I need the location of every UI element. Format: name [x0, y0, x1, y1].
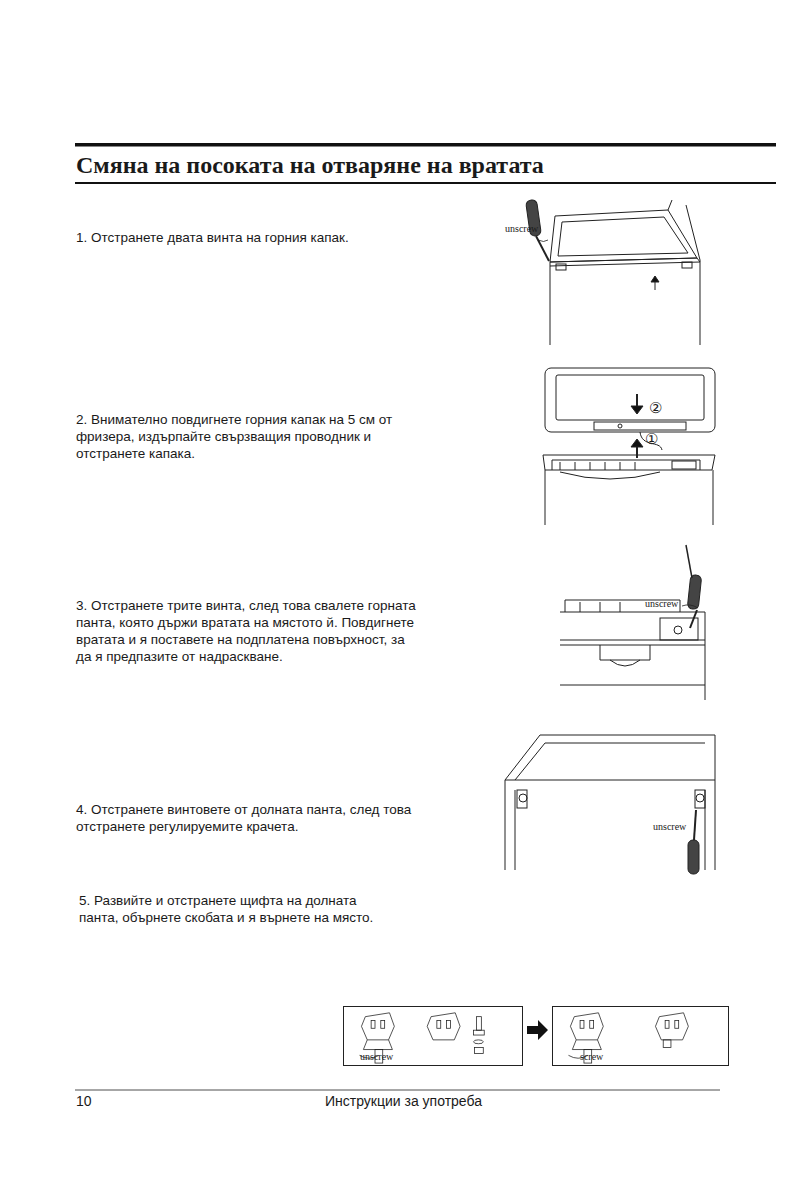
tool-label: unscrew [645, 598, 678, 610]
hinge-drawing [553, 1007, 728, 1065]
step-text: 2. Внимателно повдигнете горния капак на… [76, 411, 411, 462]
step-text: 3. Отстранете трите винта, след това сва… [76, 597, 418, 665]
hinge-panel: unscrew [343, 1006, 523, 1066]
footer-text: Инструкции за употреба [325, 1093, 482, 1110]
cabinet-figure [505, 735, 715, 874]
step-text: 5. Развийте и отстранете щифта на долнат… [79, 892, 379, 926]
lid-lift-figure [543, 368, 715, 525]
freezer-top-figure [526, 199, 700, 345]
step-text: 4. Отстранете винтовете от долната панта… [76, 801, 412, 835]
callout-number: ① [645, 430, 658, 447]
page-title: Смяна на посоката на отваряне на вратата [76, 151, 544, 179]
hinge-panel: screw [552, 1006, 729, 1066]
tool-label: unscrew [360, 1051, 393, 1063]
top-hinge-figure [560, 545, 705, 700]
callout-number: ② [649, 399, 662, 416]
step-arrow [527, 1020, 548, 1040]
page-number: 10 [76, 1093, 92, 1110]
tool-label: screw [580, 1051, 603, 1063]
step-text: 1. Отстранете двата винта на горния капа… [76, 229, 416, 246]
tool-label: unscrew [653, 821, 686, 833]
tool-label: unscrew [505, 223, 538, 235]
